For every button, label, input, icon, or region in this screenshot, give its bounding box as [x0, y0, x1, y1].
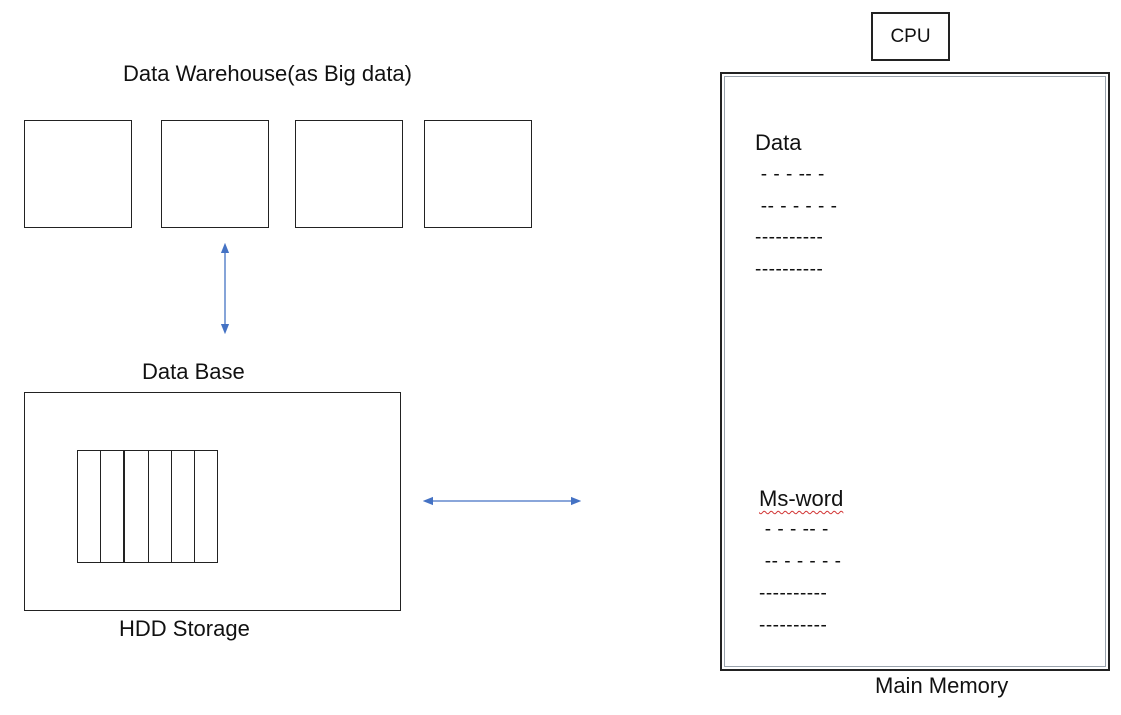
memory-data-line-1: - - - -- - — [755, 164, 825, 185]
storage-slot-2 — [100, 450, 124, 563]
warehouse-title: Data Warehouse(as Big data) — [123, 61, 412, 86]
storage-slot-6 — [194, 450, 218, 563]
cpu-box: CPU — [871, 12, 950, 61]
warehouse-node-3 — [295, 120, 403, 228]
storage-slot-4 — [148, 450, 172, 563]
main-memory-inner-border — [724, 76, 1106, 667]
memory-data-line-2: -- - - - - - — [755, 196, 838, 217]
storage-slot-3 — [123, 450, 149, 563]
memory-program-title: Ms-word — [759, 486, 844, 511]
cpu-label: CPU — [890, 25, 931, 47]
storage-label: HDD Storage — [119, 616, 250, 641]
memory-data-line-4: ---------- — [755, 259, 824, 280]
main-memory-label: Main Memory — [875, 673, 1009, 698]
storage-slot-5 — [171, 450, 195, 563]
memory-program-line-4: ---------- — [759, 615, 828, 636]
warehouse-node-4 — [424, 120, 532, 228]
memory-program-line-1: - - - -- - — [759, 519, 829, 540]
memory-data-line-3: ---------- — [755, 227, 824, 248]
memory-program-line-2: -- - - - - - — [759, 551, 842, 572]
storage-slot-1 — [77, 450, 101, 563]
memory-data-title: Data — [755, 130, 802, 155]
warehouse-node-2 — [161, 120, 269, 228]
warehouse-node-1 — [24, 120, 132, 228]
database-title: Data Base — [142, 359, 245, 384]
memory-program-line-3: ---------- — [759, 583, 828, 604]
main-memory-box — [720, 72, 1110, 671]
